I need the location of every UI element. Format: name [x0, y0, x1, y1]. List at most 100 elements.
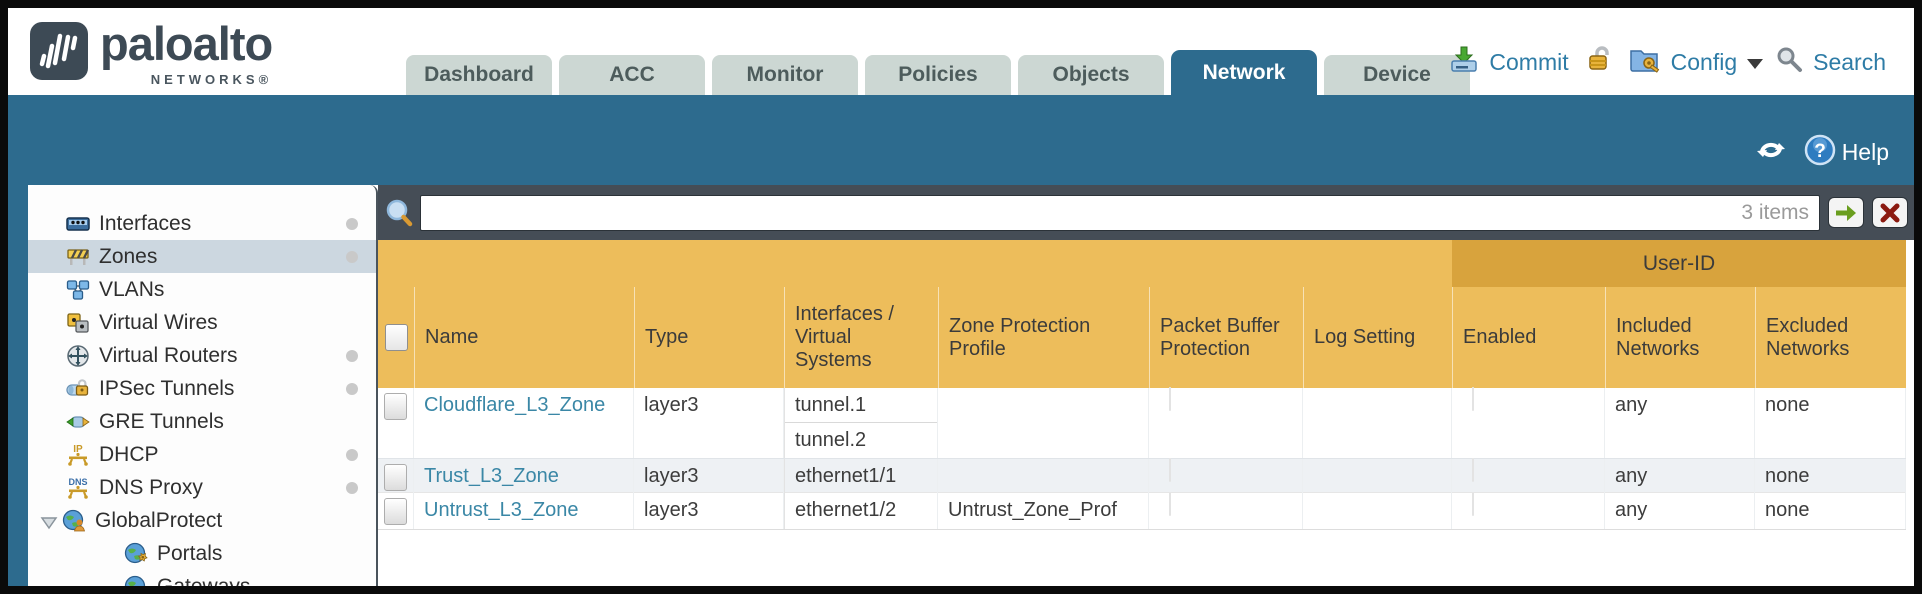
- sidebar-item-dns-proxy[interactable]: DNS DNS Proxy: [28, 471, 376, 504]
- sidebar-item-dhcp[interactable]: IP DHCP: [28, 438, 376, 471]
- green-arrow-icon: [1836, 204, 1856, 221]
- log-setting: [1303, 493, 1452, 529]
- sidebar-item-label: GRE Tunnels: [99, 409, 224, 433]
- commit-button[interactable]: Commit: [1489, 48, 1569, 75]
- user-id-group-header: User-ID: [1452, 240, 1906, 287]
- select-all-checkbox[interactable]: [384, 324, 408, 351]
- config-menu[interactable]: Config: [1670, 48, 1738, 75]
- sidebar-item-gateways[interactable]: Gateways: [28, 570, 376, 586]
- search-icon: [1775, 45, 1803, 79]
- interface-item: ethernet1/1: [795, 465, 897, 487]
- enabled-checkbox: [1472, 492, 1474, 516]
- interfaces-icon: [66, 212, 90, 236]
- utility-links: Commit Config: [1449, 45, 1886, 79]
- column-header-interfaces[interactable]: Interfaces / Virtual Systems: [784, 287, 938, 388]
- sidebar-item-ipsec-tunnels[interactable]: IPSec Tunnels: [28, 372, 376, 405]
- column-header-enabled[interactable]: Enabled: [1452, 287, 1605, 388]
- sidebar-item-vlans[interactable]: VLANs: [28, 273, 376, 306]
- zone-name-link[interactable]: Cloudflare_L3_Zone: [414, 388, 634, 458]
- app-window: paloalto NETWORKS® Dashboard ACC Monitor…: [8, 8, 1914, 586]
- column-header-type[interactable]: Type: [634, 287, 784, 388]
- packet-buffer-checkbox: [1169, 492, 1171, 516]
- filter-input[interactable]: [421, 196, 1742, 229]
- chevron-down-icon[interactable]: [1747, 59, 1764, 69]
- sidebar-item-portals[interactable]: Portals: [28, 537, 376, 570]
- column-header-included-networks[interactable]: Included Networks: [1605, 287, 1755, 388]
- globalprotect-icon: [62, 509, 86, 533]
- sidebar-item-zones[interactable]: Zones: [28, 240, 376, 273]
- sidebar-item-interfaces[interactable]: Interfaces: [28, 207, 376, 240]
- apply-filter-button[interactable]: [1828, 197, 1864, 228]
- svg-text:DNS: DNS: [68, 477, 87, 487]
- status-dot: [346, 251, 358, 263]
- main-tabs: Dashboard ACC Monitor Policies Objects N…: [406, 50, 1477, 95]
- sidebar-item-virtual-wires[interactable]: Virtual Wires: [28, 306, 376, 339]
- sidebar-item-label: Virtual Routers: [99, 343, 238, 367]
- dhcp-icon: IP: [66, 443, 90, 467]
- column-header-zone-protection-profile[interactable]: Zone Protection Profile: [938, 287, 1149, 388]
- interface-item: tunnel.1: [785, 388, 937, 423]
- sidebar-item-label: Zones: [99, 244, 158, 268]
- zone-type: layer3: [634, 459, 784, 494]
- sidebar-item-label: GlobalProtect: [95, 508, 223, 532]
- row-checkbox[interactable]: [384, 393, 407, 420]
- zone-protection-profile: [938, 459, 1149, 494]
- tab-device[interactable]: Device: [1324, 55, 1470, 95]
- collapse-triangle-icon[interactable]: [40, 513, 58, 529]
- sidebar-item-globalprotect[interactable]: GlobalProtect: [28, 504, 376, 537]
- clear-filter-button[interactable]: [1872, 197, 1908, 228]
- sidebar-item-gre-tunnels[interactable]: GRE Tunnels: [28, 405, 376, 438]
- tab-objects[interactable]: Objects: [1018, 55, 1164, 95]
- zone-protection-profile: [938, 388, 1149, 458]
- help-label[interactable]: Help: [1841, 139, 1889, 165]
- ipsec-tunnels-icon: [66, 377, 90, 401]
- tab-acc[interactable]: ACC: [559, 55, 705, 95]
- lock-icon: [1587, 45, 1613, 79]
- refresh-icon[interactable]: [1754, 135, 1788, 170]
- user-id-enabled-cell: [1452, 458, 1605, 494]
- vlans-icon: [66, 278, 90, 302]
- empty-table-area: [378, 530, 1914, 586]
- sidebar-item-virtual-routers[interactable]: Virtual Routers: [28, 339, 376, 372]
- row-checkbox[interactable]: [384, 464, 407, 491]
- help-icon[interactable]: ?: [1804, 134, 1836, 171]
- column-header-packet-buffer-protection[interactable]: Packet Buffer Protection: [1149, 287, 1303, 388]
- status-dot: [346, 449, 358, 461]
- table-row: Cloudflare_L3_Zone layer3 tunnel.1 tunne…: [378, 387, 1906, 458]
- filter-search-icon: [384, 198, 414, 228]
- zone-name-link[interactable]: Untrust_L3_Zone: [414, 493, 634, 529]
- column-header-name[interactable]: Name: [414, 287, 634, 388]
- sidebar-item-label: DNS Proxy: [99, 475, 203, 499]
- table-row: Untrust_L3_Zone layer3 ethernet1/2 Untru…: [378, 492, 1906, 530]
- sidebar-item-label: VLANs: [99, 277, 165, 301]
- config-icon: [1629, 45, 1661, 79]
- commit-icon: [1449, 45, 1479, 79]
- excluded-networks: none: [1755, 459, 1906, 494]
- tab-monitor[interactable]: Monitor: [712, 55, 858, 95]
- included-networks: any: [1605, 388, 1755, 458]
- zone-type: layer3: [634, 493, 784, 529]
- paloalto-logo-icon: [30, 22, 88, 80]
- search-link[interactable]: Search: [1813, 48, 1886, 75]
- column-header-log-setting[interactable]: Log Setting: [1303, 287, 1452, 388]
- tab-dashboard[interactable]: Dashboard: [406, 55, 552, 95]
- packet-buffer-protection-cell: [1149, 458, 1303, 494]
- table-row: Trust_L3_Zone layer3 ethernet1/1 any non…: [378, 458, 1906, 494]
- zone-name-link[interactable]: Trust_L3_Zone: [414, 459, 634, 494]
- zone-interfaces: ethernet1/1: [784, 459, 938, 494]
- zones-table-header: User-ID Name Type Interfaces / Virtual S…: [378, 240, 1906, 388]
- row-checkbox[interactable]: [384, 498, 407, 525]
- zone-interfaces: tunnel.1 tunnel.2: [784, 388, 938, 458]
- status-dot: [346, 482, 358, 494]
- tab-policies[interactable]: Policies: [865, 55, 1011, 95]
- filter-input-box: 3 items: [420, 194, 1820, 231]
- log-setting: [1303, 459, 1452, 494]
- tab-network[interactable]: Network: [1171, 50, 1317, 95]
- column-header-excluded-networks[interactable]: Excluded Networks: [1755, 287, 1906, 388]
- left-gutter: [8, 185, 28, 586]
- status-dot: [346, 218, 358, 230]
- select-all-cell: [378, 287, 414, 388]
- zones-icon: [66, 245, 90, 269]
- enabled-checkbox: [1472, 387, 1474, 411]
